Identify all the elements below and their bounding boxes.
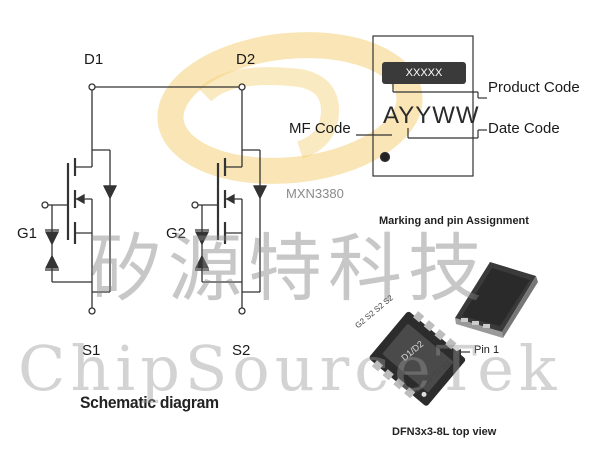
package-title: DFN3x3-8L top view <box>392 426 497 438</box>
terminal-s2 <box>238 307 246 315</box>
mark-line-text: AYYWW <box>383 102 480 129</box>
pin-label-d2: D2 <box>236 51 256 68</box>
mosfet-q2 <box>191 90 268 315</box>
part-number: MXN3380 <box>286 186 344 201</box>
package-top-view <box>369 311 466 406</box>
pin-label-d1: D1 <box>84 51 104 68</box>
pin1-dot-marking <box>379 151 391 163</box>
pin-label-g2: G2 <box>166 225 187 242</box>
watermark-english: ChipSourceTek <box>18 332 562 405</box>
schematic-title: Schematic diagram <box>80 393 219 412</box>
product-code-box: XXXXX <box>382 62 466 84</box>
pin-label-s1: S1 <box>82 342 101 359</box>
mosfet-q1 <box>41 90 118 315</box>
pin1-label: Pin 1 <box>474 344 500 356</box>
watermark-chinese: 矽源特科技 <box>88 226 488 312</box>
product-code-placeholder: XXXXX <box>405 67 443 79</box>
package-3d-view <box>455 262 538 338</box>
terminal-s1 <box>88 307 96 315</box>
product-code-label: Product Code <box>488 79 580 96</box>
pin-label-g1: G1 <box>17 225 38 242</box>
pin-label-s2: S2 <box>232 342 251 359</box>
mf-code-label: MF Code <box>289 120 351 137</box>
marking-title: Marking and pin Assignment <box>379 215 529 227</box>
marking-outline <box>372 35 474 177</box>
date-code-label: Date Code <box>488 120 560 137</box>
pin1-arrow-head <box>455 349 461 355</box>
